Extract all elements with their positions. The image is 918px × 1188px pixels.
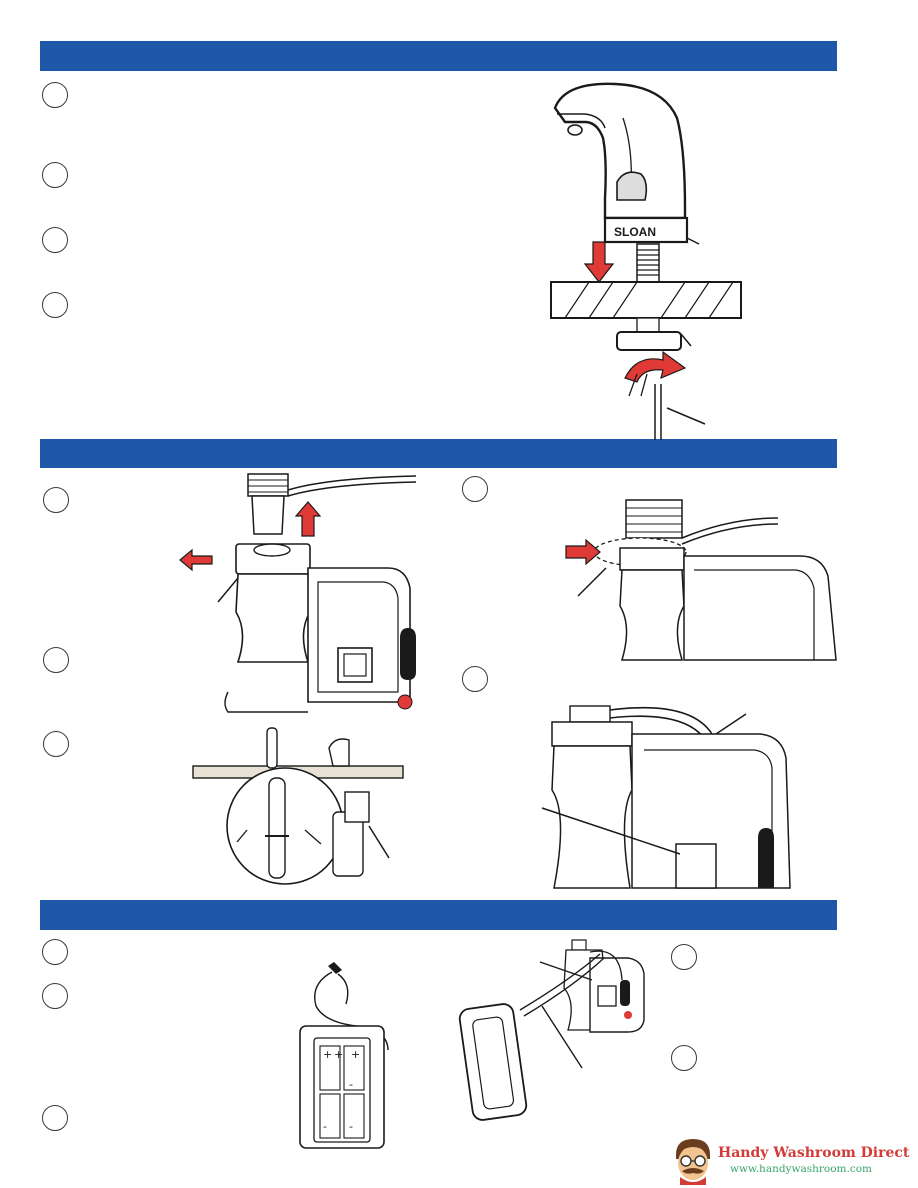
step-marker — [42, 292, 68, 318]
right-arrow — [565, 538, 601, 566]
section-header-bar-2 — [40, 439, 837, 468]
svg-text:-: - — [349, 1120, 353, 1133]
step-marker — [42, 1105, 68, 1131]
step-marker — [462, 476, 488, 502]
rotate-arrow — [624, 350, 687, 383]
logo-title: Handy Washroom Direct — [718, 1145, 910, 1161]
logo-url[interactable]: www.handywashroom.com — [730, 1163, 873, 1175]
svg-text:-: - — [349, 1078, 353, 1091]
step-marker — [42, 82, 68, 108]
down-arrow — [583, 241, 615, 283]
step-marker — [43, 647, 69, 673]
svg-text:-: - — [323, 1120, 327, 1133]
step-marker — [462, 666, 488, 692]
mascot-face-icon — [676, 1139, 710, 1185]
up-arrow — [294, 501, 322, 537]
step-marker — [43, 731, 69, 757]
under-counter-figure — [192, 727, 404, 885]
svg-text:+: + — [351, 1048, 360, 1061]
step-marker — [671, 1045, 697, 1071]
adapter-removal-figure — [179, 473, 417, 713]
svg-text:+: + — [323, 1048, 332, 1061]
svg-text:+: + — [334, 1048, 343, 1061]
faucet-install-figure: SLOAN — [550, 82, 742, 440]
battery-connection-figure — [458, 939, 645, 1121]
step-marker — [43, 487, 69, 513]
step-marker — [42, 983, 68, 1009]
cable-routing-figure — [541, 705, 791, 889]
faucet-brand-text: SLOAN — [614, 225, 656, 239]
section-header-bar-3 — [40, 900, 837, 930]
faucet-spout — [553, 82, 687, 220]
handy-washroom-logo: Handy Washroom Direct www.handywashroom.… — [672, 1135, 909, 1185]
step-marker — [42, 227, 68, 253]
step-marker — [671, 944, 697, 970]
adapter-install-figure — [565, 499, 837, 661]
left-arrow — [179, 548, 213, 572]
section-header-bar-1 — [40, 41, 837, 71]
step-marker — [42, 162, 68, 188]
step-marker — [42, 939, 68, 965]
battery-box-figure: +++ --- — [299, 962, 389, 1149]
